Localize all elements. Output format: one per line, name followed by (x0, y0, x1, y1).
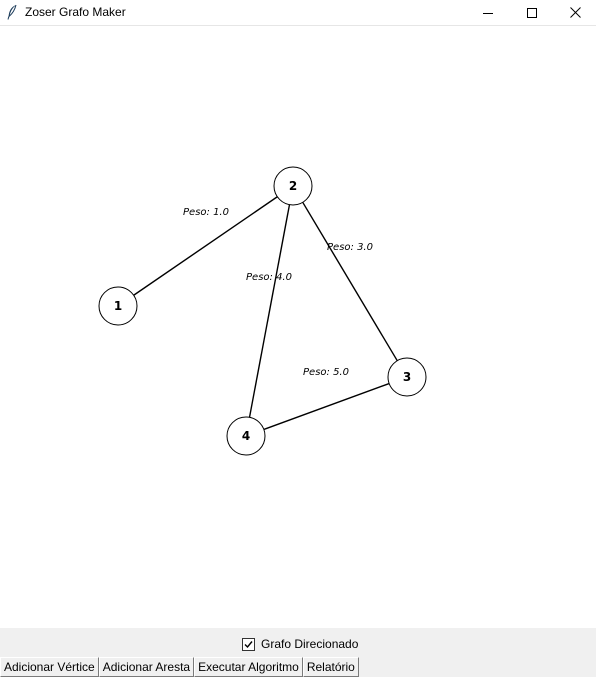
directed-checkbox[interactable] (242, 637, 255, 651)
report-button[interactable]: Relatório (302, 657, 359, 677)
minimize-icon (482, 12, 493, 14)
vertex-circle[interactable] (98, 286, 138, 326)
title-bar: Zoser Grafo Maker (0, 0, 596, 26)
maximize-icon (526, 7, 537, 18)
vertex-label: 3 (403, 370, 411, 384)
vertex-circle[interactable] (387, 357, 427, 397)
edge-weight-label: Peso: 1.0 (183, 207, 229, 218)
vertex-label: 2 (289, 179, 297, 193)
feather-icon (6, 4, 18, 20)
edge-2-4[interactable] (248, 204, 291, 418)
directed-checkbox-label: Grafo Direcionado (261, 637, 359, 651)
directed-checkbox-row[interactable]: Grafo Direcionado (242, 637, 358, 651)
add-vertex-button[interactable]: Adicionar Vértice (0, 657, 99, 677)
vertex-2[interactable]: 2 (273, 166, 313, 206)
vertex-circle[interactable] (226, 416, 266, 456)
vertex-label: 1 (114, 299, 122, 313)
edge-weight-label: Peso: 4.0 (246, 272, 292, 283)
close-icon (570, 7, 581, 18)
add-edge-button[interactable]: Adicionar Aresta (98, 657, 195, 677)
minimize-button[interactable] (465, 0, 510, 25)
run-algorithm-button[interactable]: Executar Algoritmo (194, 657, 303, 677)
vertex-3[interactable]: 3 (387, 357, 427, 397)
vertex-4[interactable]: 4 (226, 416, 266, 456)
edge-2-3[interactable] (302, 201, 398, 362)
edge-1-2[interactable] (133, 196, 278, 296)
toolbar: Adicionar Vértice Adicionar Aresta Execu… (0, 657, 359, 677)
checkmark-icon (244, 640, 253, 648)
vertex-label: 4 (242, 429, 250, 443)
edge-weight-label: Peso: 5.0 (303, 367, 349, 378)
bottom-panel: Grafo Direcionado Adicionar Vértice Adic… (0, 628, 596, 677)
close-button[interactable] (553, 0, 596, 25)
vertex-circle[interactable] (273, 166, 313, 206)
vertex-1[interactable]: 1 (98, 286, 138, 326)
window-title: Zoser Grafo Maker (25, 5, 126, 19)
edge-weight-label: Peso: 3.0 (327, 242, 373, 253)
edge-4-3[interactable] (263, 382, 390, 431)
maximize-button[interactable] (509, 0, 554, 25)
